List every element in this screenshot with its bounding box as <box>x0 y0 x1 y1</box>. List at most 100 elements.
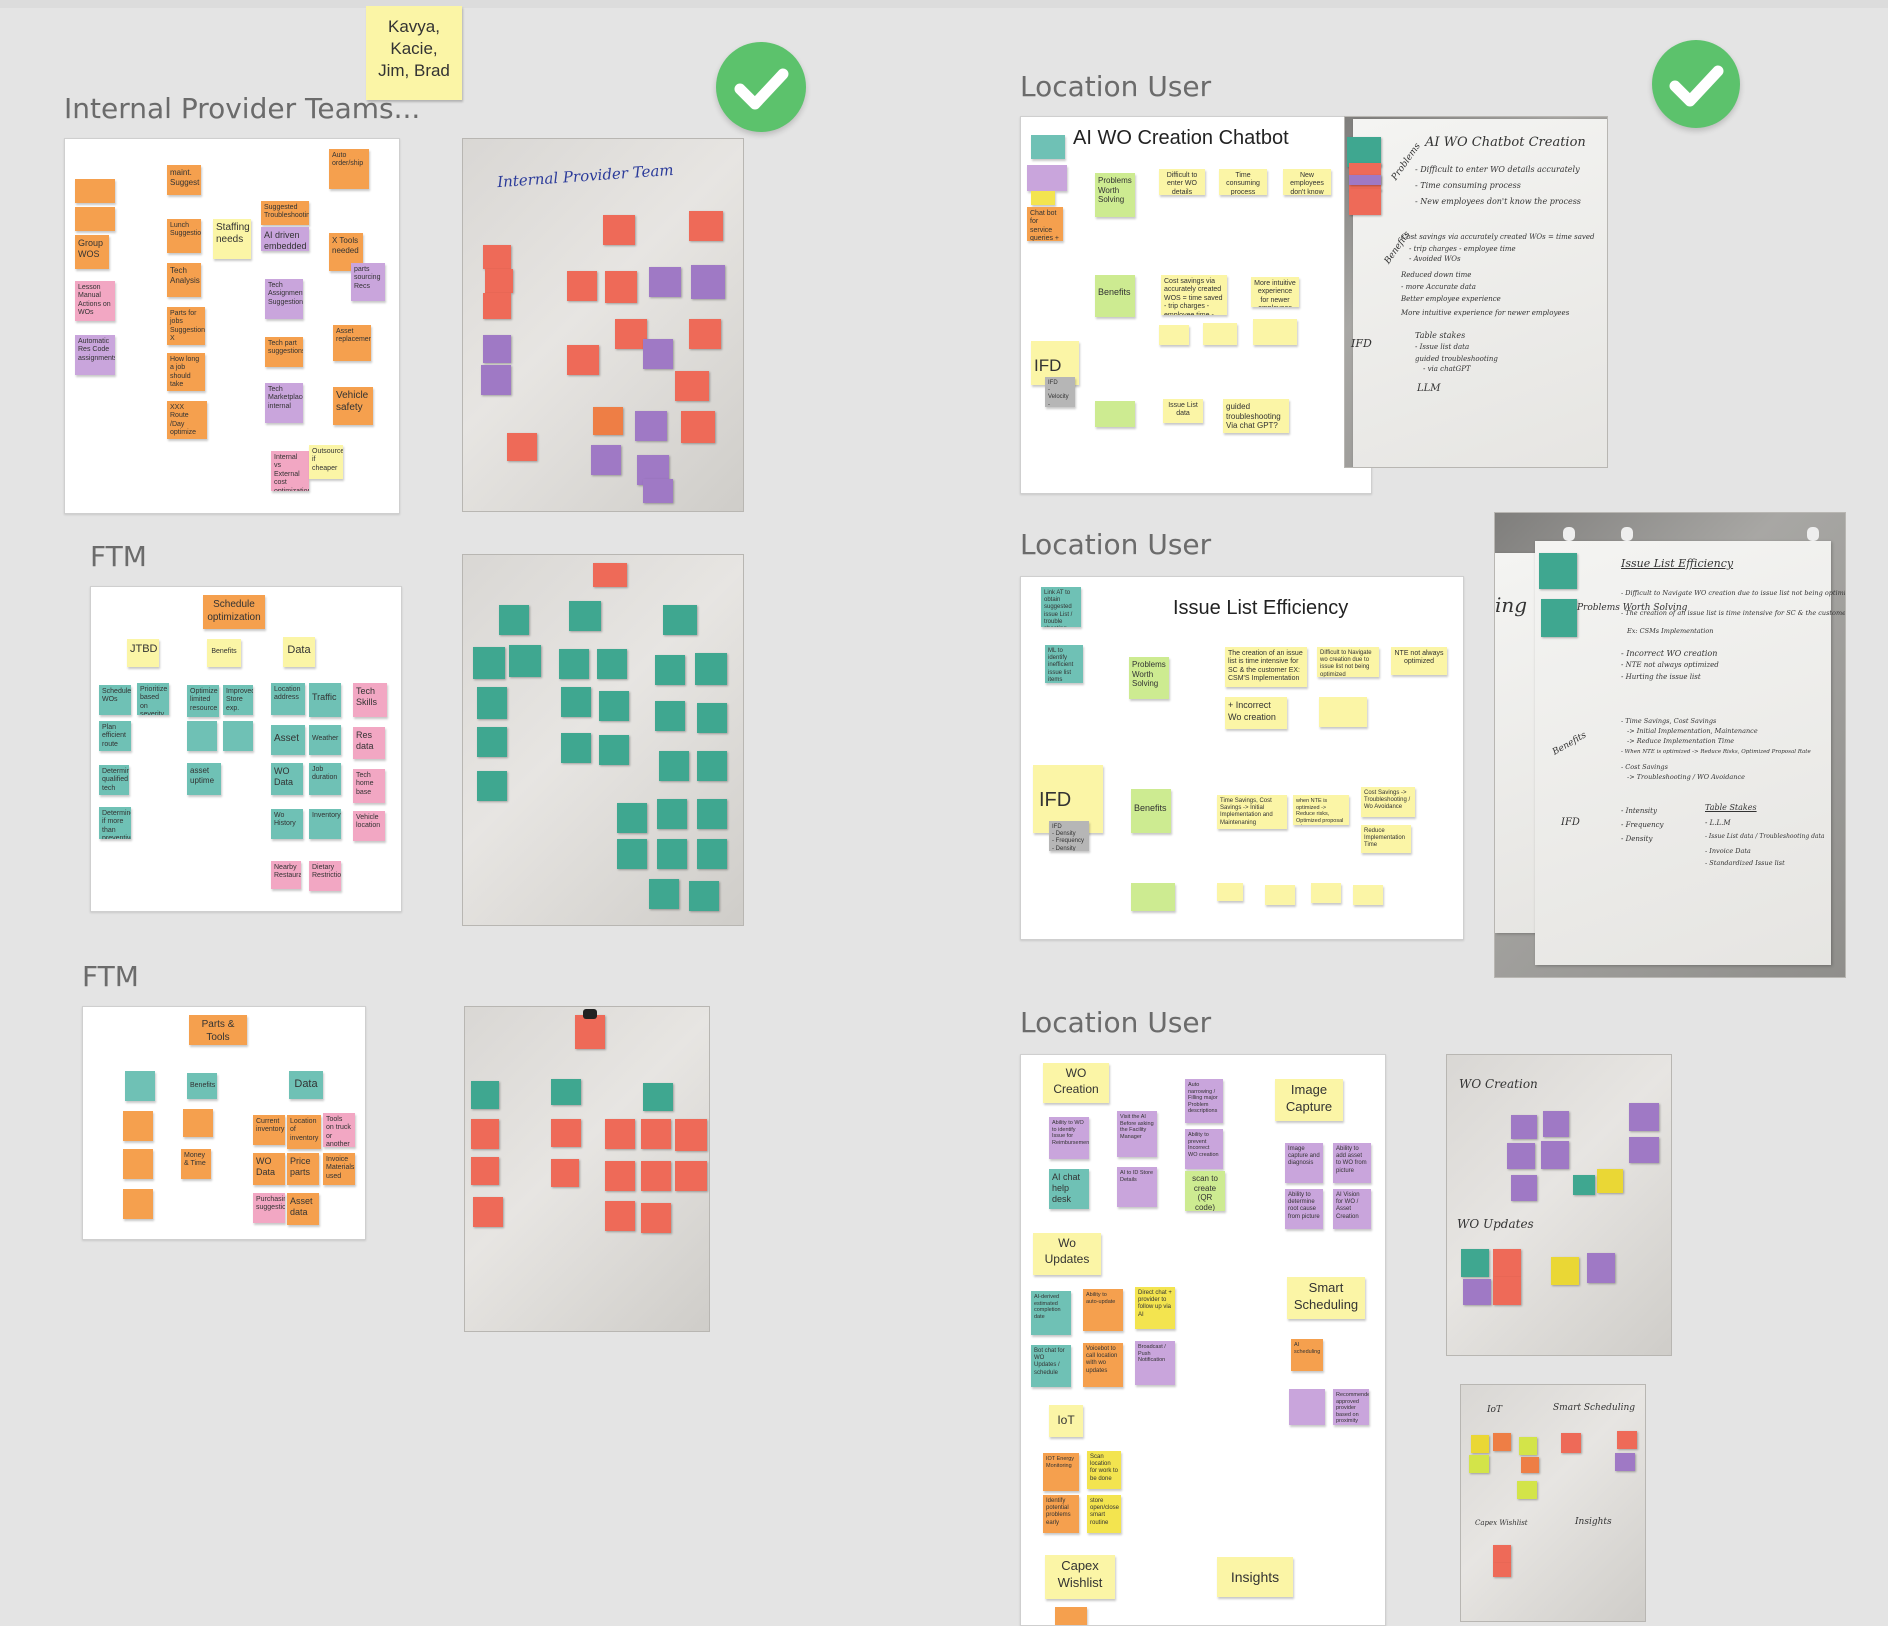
sticky-note[interactable]: + Incorrect Wo creation <box>1225 697 1287 729</box>
wo-creation-photo[interactable]: WO Creation WO Updates <box>1446 1054 1672 1356</box>
schedule-optimization-board[interactable]: Schedule optimization JTBD Benefits Data… <box>90 586 402 912</box>
sticky-note[interactable]: Prioritize based on severity <box>137 683 169 715</box>
sticky-note[interactable]: Tech Skills <box>353 683 387 717</box>
sticky-note[interactable]: Asset <box>271 725 305 755</box>
sticky-note[interactable]: Purchasing suggestions <box>253 1193 285 1223</box>
column-header-note[interactable]: Benefits <box>187 1073 217 1099</box>
sticky-note[interactable]: Automatic Res Code assignments <box>75 335 115 375</box>
chatbot-photo[interactable]: AI WO Chatbot Creation Problems Benefits… <box>1344 116 1608 468</box>
board-header-note[interactable]: Schedule optimization <box>203 595 265 629</box>
sticky-note[interactable]: Price parts <box>287 1153 319 1185</box>
sticky-note[interactable]: XXX Route /Day optimize <box>167 401 207 439</box>
sticky-note[interactable] <box>1095 401 1135 427</box>
sticky-note[interactable] <box>1027 165 1067 191</box>
sticky-note[interactable]: Voicebot to call location with wo update… <box>1083 1343 1123 1387</box>
board-header-note[interactable]: Parts & Tools <box>189 1015 247 1045</box>
sticky-note[interactable]: Link AT to obtain suggested issue List /… <box>1041 587 1081 627</box>
location-user-title-3[interactable]: Location User <box>1020 1006 1212 1039</box>
sticky-note[interactable]: AI chat help desk <box>1049 1169 1089 1209</box>
sticky-note[interactable]: Improved Store exp. <box>223 685 253 715</box>
sticky-note[interactable]: Cost Savings -> Troubleshooting / Wo Avo… <box>1361 787 1415 817</box>
column-header-note[interactable]: Data <box>283 637 315 667</box>
sticky-note[interactable]: Outsource if cheaper <box>309 445 343 479</box>
section-header-note[interactable]: Capex Wishlist <box>1045 1555 1115 1599</box>
sticky-note[interactable]: Wo History <box>271 809 303 839</box>
issue-list-photo[interactable]: ing Issue List Efficiency Problems Worth… <box>1494 512 1846 978</box>
board-title[interactable]: Issue List Efficiency <box>1173 597 1349 619</box>
sticky-note[interactable]: Difficult to Navigate wo creation due to… <box>1317 647 1379 677</box>
names-sticky-note[interactable]: Kavya, Kacie, Jim, Brad <box>366 6 462 100</box>
sticky-note[interactable]: Direct chat + provider to follow up via … <box>1135 1287 1175 1329</box>
sticky-note[interactable] <box>1203 323 1237 345</box>
sticky-note[interactable]: Job duration <box>309 763 341 795</box>
sticky-note[interactable]: scan to create (QR code) <box>1185 1171 1225 1211</box>
sticky-note[interactable]: Ability to WO to identify Issue for Reim… <box>1049 1117 1089 1159</box>
sticky-note[interactable]: Tools on truck or another tech <box>323 1113 355 1147</box>
sticky-note[interactable] <box>123 1189 153 1219</box>
sticky-note[interactable]: Cost savings via accurately created WOS … <box>1161 275 1227 315</box>
sticky-note[interactable]: Determine if more than preventive needed <box>99 807 131 839</box>
ftm-title-2[interactable]: FTM <box>82 960 139 993</box>
chatbot-board[interactable]: AI WO Creation Chatbot Chat bot for serv… <box>1020 116 1372 494</box>
sticky-note[interactable]: AI Vision for WO / Asset Creation <box>1333 1189 1371 1229</box>
iot-scheduling-photo[interactable]: IoT Smart Scheduling Capex Wishlist Insi… <box>1460 1384 1646 1622</box>
sticky-note[interactable]: IFD - Density - Frequency - Density <box>1049 821 1089 851</box>
sticky-note[interactable] <box>183 1109 213 1137</box>
sticky-note[interactable]: Optimize limited resource <box>187 685 219 717</box>
sticky-note[interactable]: AI-derived estimated completion date <box>1031 1291 1071 1335</box>
sticky-note[interactable]: Dietary Restrictions <box>309 861 341 891</box>
sticky-note[interactable]: Invoice Materials used <box>323 1153 355 1185</box>
sticky-note[interactable] <box>1265 885 1295 905</box>
sticky-note[interactable]: Location address <box>271 683 305 715</box>
sticky-note[interactable]: Tech home base <box>353 769 385 803</box>
sticky-note[interactable]: Ability to add asset to WO from picture <box>1333 1143 1371 1183</box>
location-user-title-2[interactable]: Location User <box>1020 528 1212 561</box>
sticky-note[interactable]: WO Data <box>253 1153 285 1185</box>
sticky-note[interactable]: Image capture and diagnosis <box>1285 1143 1323 1183</box>
sticky-note[interactable] <box>1353 885 1383 905</box>
location-user-title-1[interactable]: Location User <box>1020 70 1212 103</box>
sticky-note[interactable] <box>1311 883 1341 903</box>
issue-list-board[interactable]: Issue List Efficiency Link AT to obtain … <box>1020 576 1464 940</box>
row-label-note[interactable]: Problems Worth Solving <box>1095 173 1135 217</box>
row-label-note[interactable]: Benefits <box>1131 789 1171 833</box>
approved-check-icon-left[interactable] <box>716 42 806 132</box>
sticky-note[interactable] <box>1159 325 1189 345</box>
sticky-note[interactable]: asset uptime <box>187 763 221 795</box>
sticky-note[interactable]: AI scheduling <box>1291 1339 1323 1371</box>
sticky-note[interactable] <box>1319 697 1367 727</box>
sticky-note[interactable]: Plan efficient route <box>99 721 131 751</box>
sticky-note[interactable] <box>1031 191 1055 205</box>
column-header-note[interactable]: JTBD <box>127 639 159 667</box>
sticky-note[interactable]: Staffing needs <box>213 219 251 259</box>
sticky-note[interactable] <box>1253 319 1297 345</box>
sticky-note[interactable]: Ability to auto-update <box>1083 1289 1123 1331</box>
sticky-note[interactable]: Current inventory <box>253 1115 285 1145</box>
sticky-note[interactable] <box>1055 1607 1087 1625</box>
sticky-note[interactable]: Weather <box>309 725 341 755</box>
sticky-note[interactable]: Traffic <box>309 683 341 717</box>
sticky-note[interactable]: when NTE is optimized -> Reduce risks, O… <box>1293 795 1349 825</box>
sticky-note[interactable]: Tech Marketplace internal <box>265 383 303 423</box>
sticky-note[interactable]: Vehicle safety <box>333 387 373 425</box>
sticky-note[interactable]: Recommended approved provider based on p… <box>1333 1389 1369 1425</box>
sticky-note[interactable]: Auto order/ship <box>329 149 369 189</box>
sticky-note[interactable]: Scan location for work to be done <box>1087 1451 1121 1489</box>
sticky-note[interactable]: Time Savings, Cost Savings -> Initial Im… <box>1217 795 1287 829</box>
sticky-note[interactable]: Location of inventory <box>287 1115 321 1149</box>
sticky-note[interactable]: Identify potential problems early <box>1043 1495 1079 1533</box>
row-label-note[interactable]: Benefits <box>1095 275 1135 317</box>
sticky-note[interactable]: guided troubleshooting Via chat GPT? <box>1223 399 1289 433</box>
sticky-note[interactable]: IOT Energy Monitoring <box>1043 1453 1079 1491</box>
sticky-note[interactable]: More intuitive experience for newer empl… <box>1251 277 1299 307</box>
sticky-note[interactable]: Visit the AI Before asking the Facility … <box>1117 1111 1157 1157</box>
sticky-note[interactable]: AI driven embedded <box>261 227 309 251</box>
sticky-note[interactable]: Auto narrowing / Filling major Problem d… <box>1185 1079 1223 1123</box>
sticky-note[interactable]: Tech Assignment Suggestions <box>265 279 303 319</box>
sticky-note[interactable]: WO Data <box>271 763 303 795</box>
approved-check-icon-right[interactable] <box>1652 40 1740 128</box>
row-label-note[interactable]: Problems Worth Solving <box>1129 657 1169 699</box>
sticky-note[interactable]: ML to identify inefficient issue list it… <box>1045 645 1083 683</box>
sticky-note[interactable]: Determine qualified tech <box>99 765 129 795</box>
section-header-note[interactable]: Insights <box>1217 1557 1293 1597</box>
